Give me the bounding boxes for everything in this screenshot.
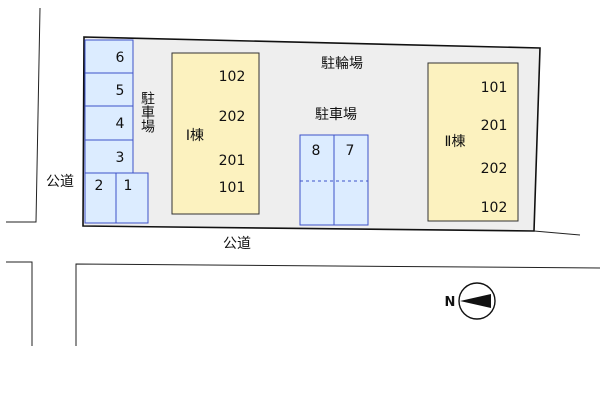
building-1-unit: 101 <box>219 180 246 196</box>
road-edge-nw <box>6 7 41 223</box>
parking-space-2 <box>84 172 117 224</box>
space-number-7: 7 <box>346 143 355 159</box>
north-letter: N <box>445 295 456 310</box>
building-2-unit: 101 <box>481 80 508 96</box>
space-number-4: 4 <box>116 116 125 132</box>
building-1-units: 102 202 201 101 <box>219 69 246 196</box>
road-edge-sw <box>6 261 33 346</box>
parking-space-6 <box>84 39 134 74</box>
space-number-2: 2 <box>95 178 104 194</box>
space-number-6: 6 <box>116 50 125 66</box>
parking-space-4 <box>84 105 134 141</box>
space-number-8: 8 <box>312 143 321 159</box>
parking-center <box>299 134 369 226</box>
parking-space-1 <box>115 172 149 224</box>
road-edge-south <box>75 263 600 346</box>
building-2-units: 101 201 202 102 <box>481 80 508 216</box>
building-2-unit: 102 <box>481 200 508 216</box>
building-2 <box>427 62 519 222</box>
parking-label-center: 駐車場 <box>315 106 357 123</box>
parking-space-7 <box>333 134 369 226</box>
road-edge-east <box>533 230 581 236</box>
parking-space-3 <box>84 139 134 174</box>
road-label-west: 公道 <box>46 174 74 190</box>
road-lines <box>6 7 600 346</box>
building-1-name: Ⅰ棟 <box>186 128 204 144</box>
parking-west-numbers: 6 5 4 3 2 1 <box>95 50 133 194</box>
space-number-1: 1 <box>124 178 133 194</box>
bicycle-parking-label: 駐輪場 <box>321 55 363 72</box>
north-arrow-icon: N <box>445 282 496 320</box>
building-2-unit: 201 <box>481 118 508 134</box>
building-1 <box>171 52 260 215</box>
road-label-south: 公道 <box>223 236 251 252</box>
building-1-unit: 102 <box>219 69 246 85</box>
space-number-5: 5 <box>116 83 125 99</box>
parking-west <box>84 39 149 224</box>
space-number-3: 3 <box>116 150 125 166</box>
parking-space-5 <box>84 72 134 107</box>
building-2-unit: 202 <box>481 161 508 177</box>
building-1-unit: 201 <box>219 153 246 169</box>
building-2-name: Ⅱ棟 <box>445 134 466 150</box>
parking-label-vertical: 駐車場 <box>139 91 155 133</box>
parking-space-8 <box>299 134 335 226</box>
building-1-unit: 202 <box>219 109 246 125</box>
